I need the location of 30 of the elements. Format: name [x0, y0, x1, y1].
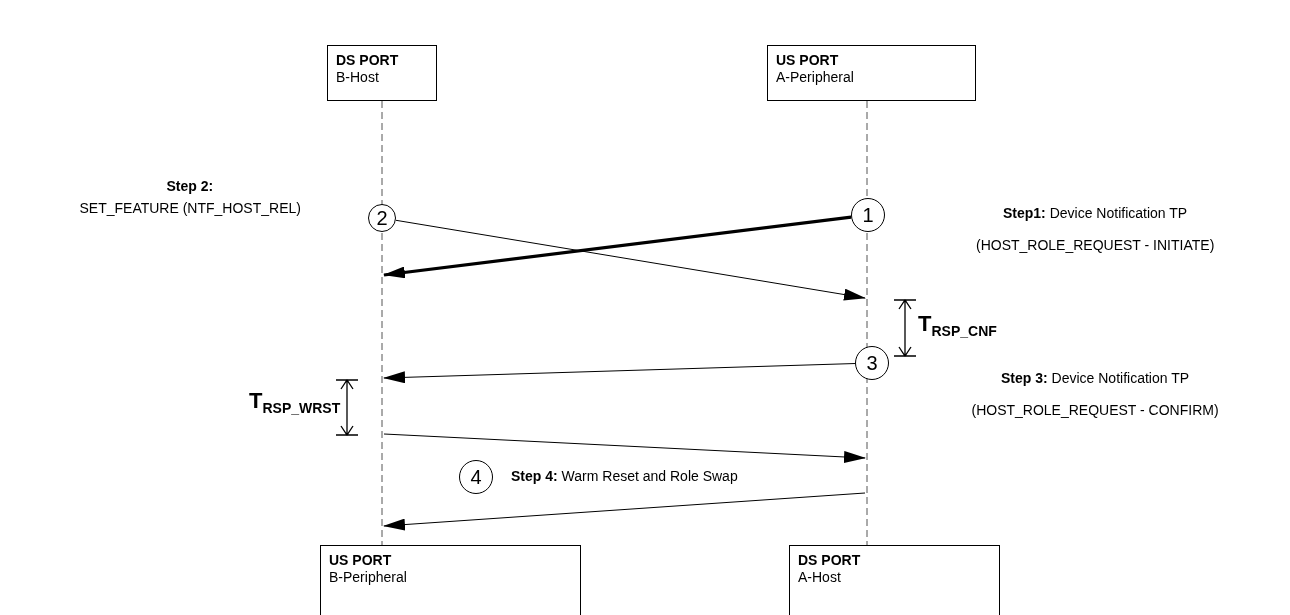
message-arrow [383, 492, 866, 531]
step-number-circle: 1 [851, 198, 885, 232]
step-description: SET_FEATURE (NTF_HOST_REL) [79, 200, 301, 217]
port-role: B-Peripheral [329, 569, 408, 586]
step-description: Step 3: Device Notification TP [1001, 370, 1190, 387]
step-description: Step1: Device Notification TP [1003, 205, 1188, 222]
step-description: (HOST_ROLE_REQUEST - CONFIRM) [971, 402, 1219, 419]
port-box [327, 45, 437, 101]
step-number-circle: 2 [368, 204, 396, 232]
port-title: US PORT [776, 52, 840, 69]
message-arrow [383, 363, 856, 384]
step-description: Step 4: Warm Reset and Role Swap [511, 468, 738, 485]
step-description: Step 2: [166, 178, 214, 195]
port-box [320, 545, 581, 615]
port-box [767, 45, 976, 101]
step-description: (HOST_ROLE_REQUEST - INITIATE) [976, 237, 1215, 254]
step-number-circle: 4 [459, 460, 493, 494]
timing-label: T$_{RSP_WRST}$ [249, 388, 341, 416]
port-title: DS PORT [336, 52, 400, 69]
port-title: DS PORT [798, 552, 862, 569]
message-arrow [383, 215, 852, 279]
port-title: US PORT [329, 552, 393, 569]
message-arrow [383, 433, 866, 463]
port-role: A-Host [798, 569, 842, 586]
step-number-circle: 3 [855, 346, 889, 380]
port-role: A-Peripheral [776, 69, 855, 86]
port-box [789, 545, 1000, 615]
port-role: B-Host [336, 69, 380, 86]
timing-label: T$_{RSP_CNF}$ [918, 311, 997, 339]
message-arrow [395, 219, 866, 301]
